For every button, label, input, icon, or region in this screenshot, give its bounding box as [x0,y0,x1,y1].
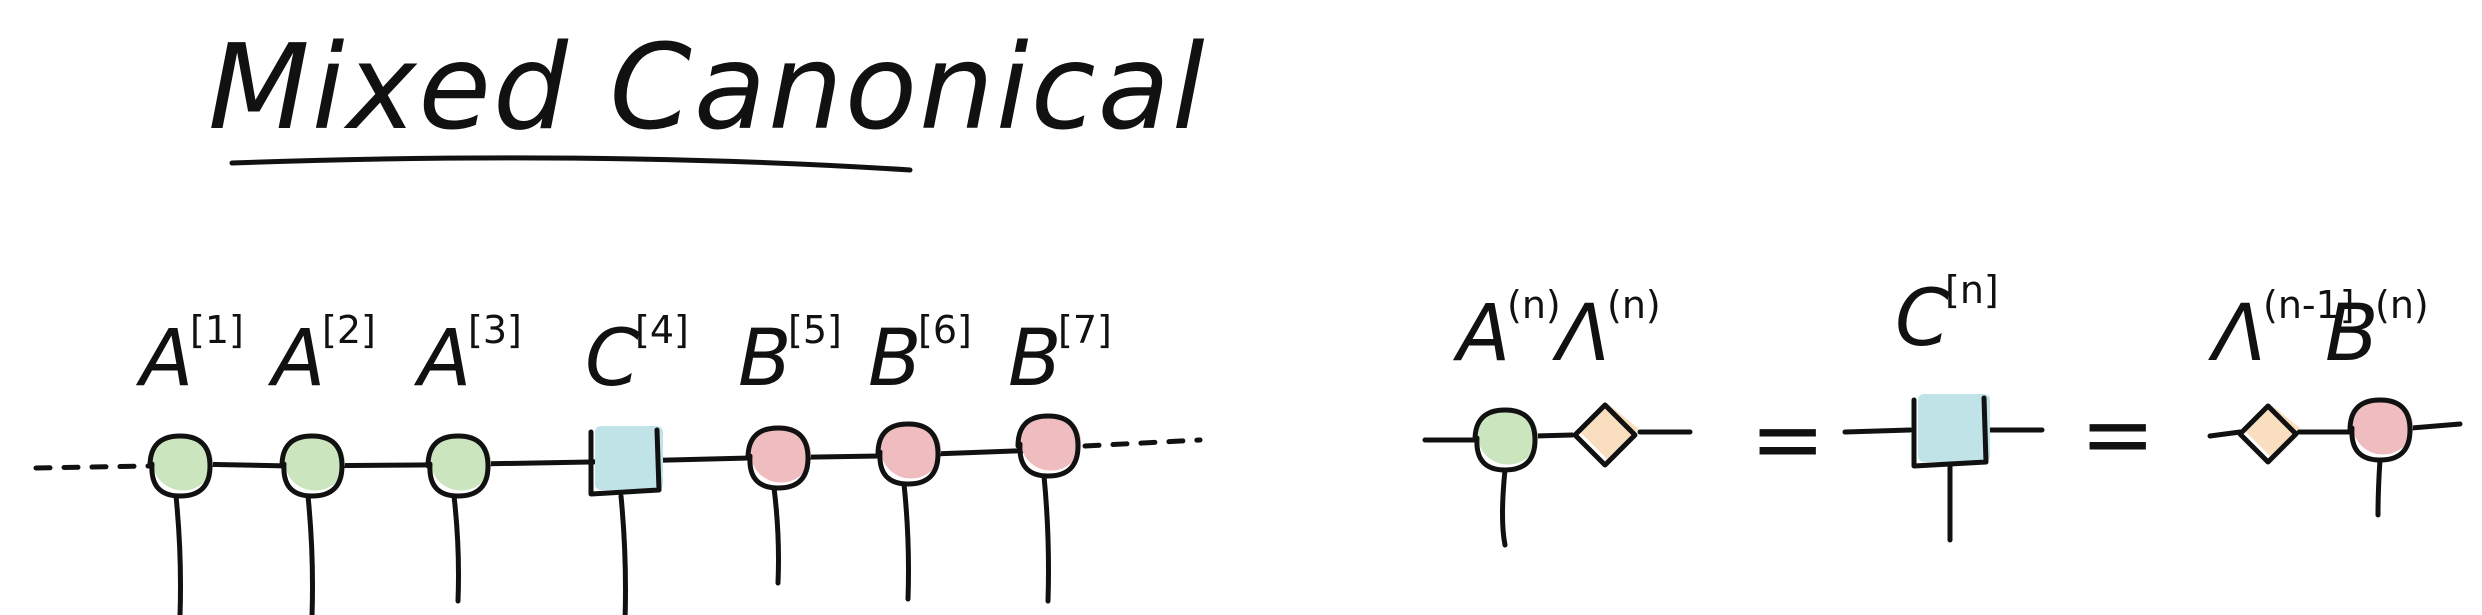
chain-6-physical-leg [901,481,911,602]
chain-6-index: [6] [918,308,972,352]
middle-tensor [1911,394,1990,469]
chain-5-label: B [738,314,792,404]
lhs-2-index: (n) [1607,283,1661,327]
lhs-1-fill [1478,407,1538,465]
chain-6-fill [881,421,941,479]
middle-left-bond [1842,427,1913,435]
chain-1-label: A [135,314,193,404]
middle-fill [1918,394,1990,462]
page-title: Mixed Canonical [208,18,1207,156]
chain-1-index: [1] [190,308,244,352]
chain-4-fill [595,426,663,490]
chain-7-physical-leg [1041,473,1051,604]
chain-3-fill [431,433,491,491]
chain-4-index: [4] [635,308,689,352]
chain-1-physical-leg [173,493,183,615]
rhs-1-node [2237,403,2299,465]
chain-7-label: B [1008,314,1062,404]
chain-1-fill [153,433,213,491]
lhs-physical-leg [1500,467,1508,548]
chain-3-physical-leg [451,493,461,604]
rhs-2-fill [2353,397,2413,455]
title-underline [229,155,913,173]
chain-5-index: [5] [788,308,842,352]
chain-right-dangling-bond [1082,437,1203,449]
chain-2-node [279,433,345,499]
chain-5-node [745,425,811,491]
equals-sign-1: = [1750,387,1825,492]
chain-6-label: B [868,314,922,404]
chain-7-index: [7] [1058,308,1112,352]
lhs-1-label: A [1452,289,1510,379]
rhs-right-bond [2409,421,2463,431]
chain-4-physical-leg [618,493,628,615]
chain-7-fill [1021,413,1081,471]
rhs-2-label: B [2325,289,2379,379]
chain-5-tensor [745,425,811,586]
lhs-2-node [1572,402,1638,468]
lhs-middle-bond [1532,432,1575,439]
rhs-1-label: Λ [2208,289,2266,379]
chain-2-label: A [267,314,325,404]
chain-6-tensor [875,421,941,602]
chain-4-label: C [585,314,640,404]
chain-4-node [588,427,662,497]
lhs-2-tensor [1572,402,1639,468]
chain-3-node [425,433,491,499]
middle-node [1911,395,1989,469]
lhs-1-node [1472,407,1538,473]
lhs-2-label: Λ [1552,289,1610,379]
equals-sign-2: = [2080,382,2155,487]
chain-3-label: A [413,314,471,404]
chain-1-tensor [147,433,213,615]
chain-3-tensor [425,433,491,604]
lhs-1-tensor [1472,407,1538,473]
chain-7-tensor [1015,413,1081,604]
chain-2-index: [2] [322,308,376,352]
rhs-physical-leg [2375,457,2383,518]
chain-6-node [875,421,941,487]
middle-label: C [1895,274,1950,364]
chain-2-tensor [279,433,345,615]
chain-5-fill [751,425,811,483]
rhs-left-bond [2207,429,2243,439]
chain-left-dangling-bond [33,463,153,471]
chain-4-tensor [588,426,663,615]
mps-chain: A[1]A[2]A[3]C[4]B[5]B[6]B[7] [135,308,1112,615]
chain-1-node [147,433,213,499]
chain-3-index: [3] [468,308,522,352]
middle-index: [n] [1945,268,1999,312]
chain-5-physical-leg [771,485,781,586]
rhs-1-tensor [2237,403,2300,465]
identity-relation: = = A(n)Λ(n)C[n]Λ(n-1]B(n) [1422,268,2463,548]
chain-7-node [1015,413,1081,479]
rhs-2-node [2347,397,2413,463]
chain-2-fill [285,433,345,491]
rhs-2-tensor [2347,397,2413,463]
rhs-1-index: (n-1] [2263,283,2355,327]
rhs-2-index: (n) [2375,283,2429,327]
chain-2-physical-leg [305,493,315,615]
lhs-1-index: (n) [1507,283,1561,327]
